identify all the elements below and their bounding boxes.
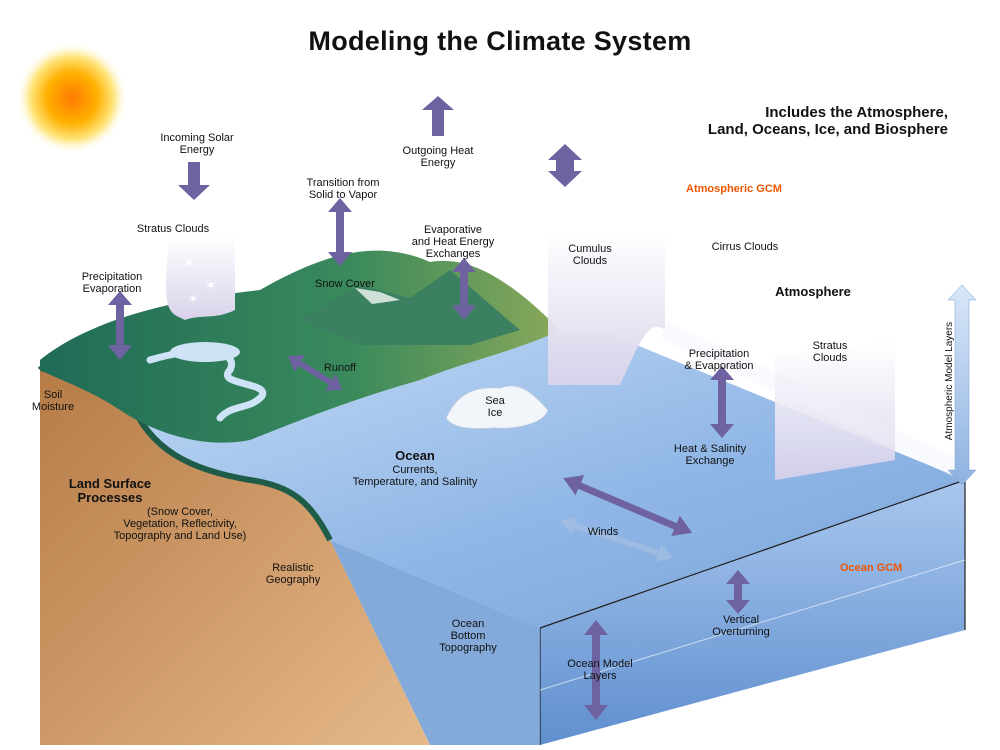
label-cumulus: Cumulus Clouds [568,243,612,267]
label-transition: Transition from Solid to Vapor [306,177,380,201]
label-outgoing-heat: Outgoing Heat Energy [402,145,474,169]
svg-text:✶: ✶ [205,277,217,293]
sun-icon [16,42,128,154]
label-ocean-gcm: Ocean GCM [840,562,903,574]
transition-arrow [328,198,352,266]
flux-arrows [108,96,750,720]
label-heat-salinity: Heat & Salinity Exchange [673,443,747,467]
label-land-surface-title: Land Surface Processes [68,476,152,505]
label-vertical-overturning: Vertical Overturning [712,614,770,638]
label-precip-evap-left: Precipitation Evaporation [81,271,143,295]
svg-text:✶: ✶ [183,255,195,271]
label-ocean-title: Ocean [395,448,435,463]
ocean-bottom-slope [330,540,540,745]
land-cross-section [40,353,430,745]
label-evaporative: Evaporative and Heat Energy Exchanges [411,224,495,260]
stratus-cloud-left [165,235,235,320]
label-realistic-geography: Realistic Geography [265,562,321,586]
sea-ice [445,385,549,430]
label-runoff: Runoff [323,362,357,374]
runoff-arrow [288,354,343,391]
svg-text:✶: ✶ [188,292,198,306]
label-sea-ice: Sea Ice [485,395,505,419]
label-atmospheric-model-layers: Atmospheric Model Layers [944,321,955,441]
label-cirrus: Cirrus Clouds [711,241,779,253]
ocean-front-face [540,480,965,745]
label-atmospheric-gcm: Atmospheric GCM [686,183,782,195]
diagram-title: Modeling the Climate System [308,26,692,56]
label-ocean-body: Currents, Temperature, and Salinity [352,464,478,488]
label-winds: Winds [587,526,619,538]
label-stratus-right: Stratus Clouds [812,340,848,364]
label-incoming-solar: Incoming Solar Energy [160,132,234,156]
label-land-surface-body: (Snow Cover, Vegetation, Reflectivity, T… [113,506,247,542]
label-snow-cover: Snow Cover [315,278,375,290]
diagram-subtitle: Includes the Atmosphere, Land, Oceans, I… [707,104,948,138]
label-soil-moisture: Soil Moisture [31,389,75,413]
cumulus-cloud [548,230,665,385]
label-ocean-bottom: Ocean Bottom Topography [439,618,497,654]
label-atmosphere: Atmosphere [775,284,851,299]
winds-arrow [563,475,693,537]
label-stratus-left: Stratus Clouds [136,223,210,235]
label-precip-evap-right: Precipitation & Evaporation [684,348,754,372]
stratus-cloud-right [775,340,895,480]
label-ocean-model-layers: Ocean Model Layers [567,658,633,682]
atmospheric-layers-arrow [947,284,977,486]
